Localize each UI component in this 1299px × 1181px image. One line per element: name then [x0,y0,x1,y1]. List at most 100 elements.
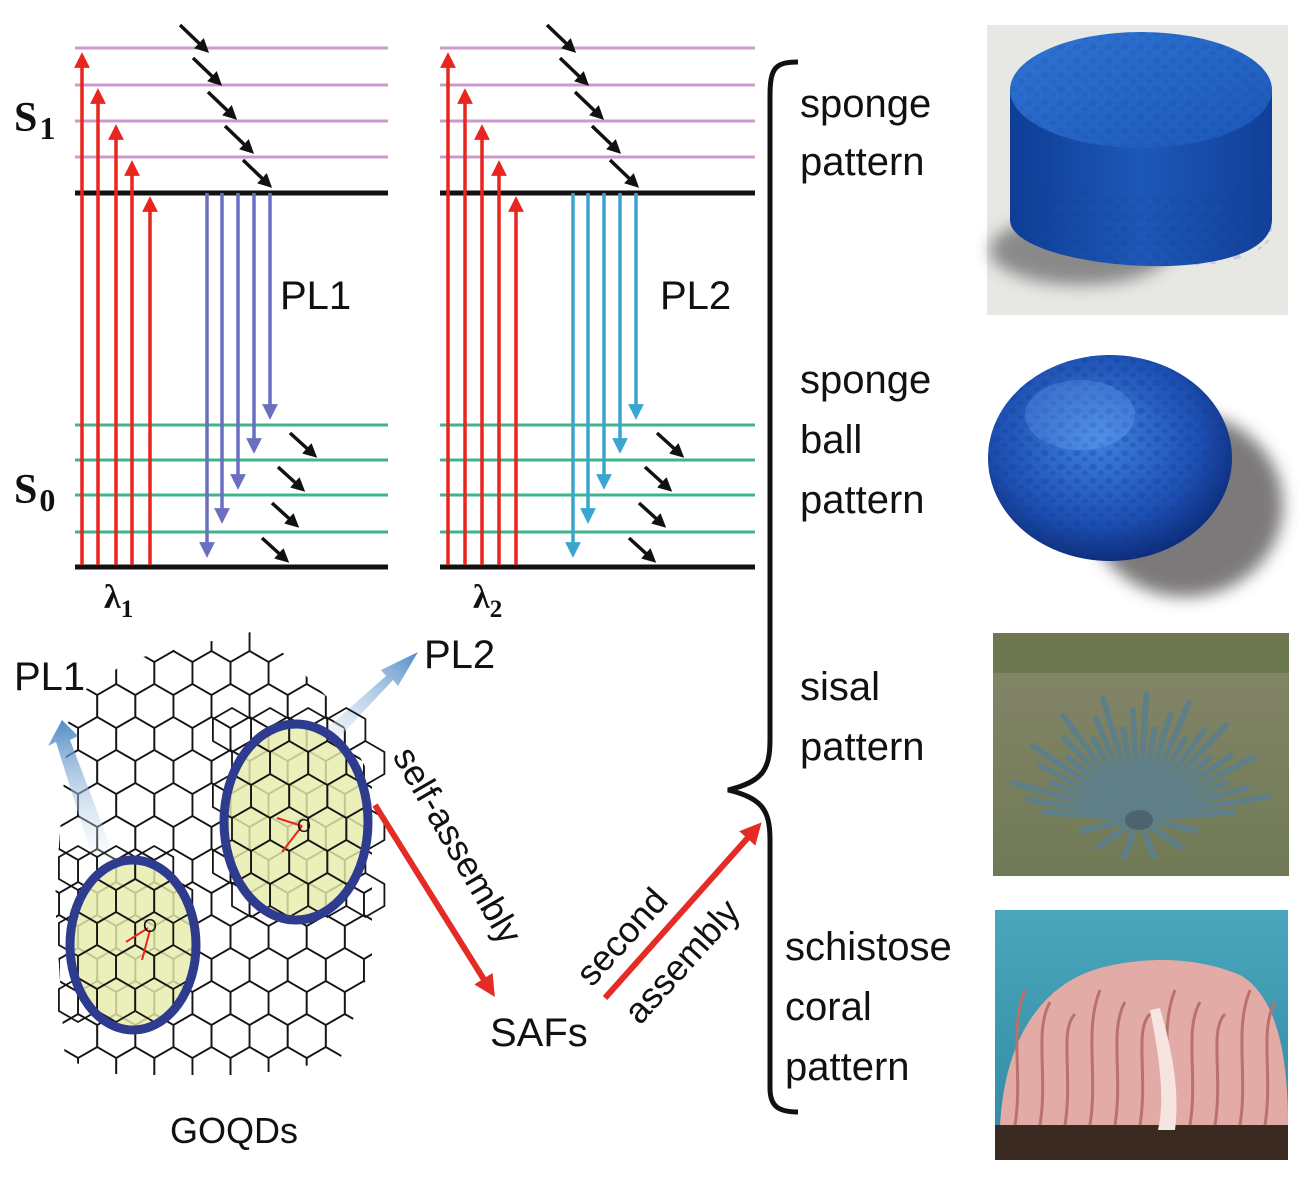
hexagon-cell [343,1045,372,1075]
transition-arrows [74,52,644,565]
hexagon-cell [210,946,251,994]
lambda-1-label: λ1 [104,579,133,623]
hexagon-cell [172,814,213,862]
vibrational-relaxation-arrow [608,158,640,188]
pl2-beam-label: PL2 [424,633,495,677]
goqds-caption: GOQDs [170,1110,298,1151]
sponge-ball-pattern-label: sponge ball pattern [800,358,942,522]
sisal-leaf [1136,809,1237,821]
hexagon-cell [305,649,346,697]
pattern-curly-brace [727,59,799,1115]
hexagon-cell [210,1012,251,1060]
hexagon-cell [248,630,289,664]
hexagon-cell [363,1012,372,1060]
hexagon-cell [115,781,156,829]
hexagon-cell [115,1045,156,1075]
hexagon-cell [153,649,194,697]
hexagon-cell [267,979,308,1027]
sisal-plant-photo [993,633,1289,876]
coral-fold [1213,1012,1227,1126]
hexagon-cell [55,1012,60,1060]
vibrational-relaxation-arrow [590,124,622,154]
schistose-coral-pattern-label: schistose coral pattern [785,925,963,1089]
hexagon-cell [191,715,232,763]
hexagon-cell [248,946,289,994]
vibrational-relaxation-arrow [655,431,685,458]
hexagon-cell [229,913,270,961]
hexagon-cell [324,1012,365,1060]
vibrational-relaxation-arrow [627,536,657,563]
hexagon-cell [55,814,60,862]
sisal-pattern-label: sisal pattern [800,665,925,769]
oxygen-atom-label: O [143,916,157,936]
pl1-emission-beam [48,720,118,870]
hexagon-cell [345,871,386,919]
hexagon-cell [96,748,137,796]
hexagon-cell [153,1045,194,1075]
hexagon-cell [229,1045,270,1075]
vibrational-relaxation-arrow [558,56,590,86]
pl2-emission-label: PL2 [660,274,731,318]
self-assembly-label: self-assembly [385,740,531,951]
vibrational-relaxation-arrow [573,90,605,120]
blue-sponge-cylinder-photo [987,25,1288,315]
pink-coral-photo [995,910,1288,1160]
hexagon-cell [172,682,213,730]
safs-label: SAFs [490,1011,588,1055]
pl1-emission-label: PL1 [280,274,351,318]
hexagon-cell [134,748,175,796]
coral-fold [1013,989,1027,1126]
hexagon-cell [305,1045,346,1075]
hexagon-cell [115,715,156,763]
hexagon-cell [77,715,118,763]
hexagon-cell [210,682,251,730]
vibrational-relaxation-arrow [241,158,273,188]
coral-fold [1138,1012,1152,1126]
hexagon-cell [286,630,327,664]
energy-levels [75,46,755,570]
coral-fold [1263,1001,1277,1126]
vibrational-relaxation-arrow [643,465,673,492]
hexagon-cell [363,880,372,928]
hexagon-cell [172,1012,213,1060]
hexagon-cell [343,913,372,961]
vibrational-relaxation-arrow [288,431,318,458]
hexagon-cell [153,781,194,829]
coral-fold [1038,1001,1052,1126]
hexagon-cell [191,979,232,1027]
s0-label: S0 [14,467,55,518]
hexagon-cell [305,979,346,1027]
hexagon-cell [248,1012,289,1060]
hexagon-cell [96,630,137,664]
hexagon-cell [363,630,372,664]
vibrational-relaxation-arrow [223,124,255,154]
vibrational-relaxation-arrow [206,90,238,120]
hexagon-cell [267,1045,308,1075]
hexagon-cell [153,715,194,763]
hexagon-cell [58,1012,99,1060]
relaxation-arrows [178,23,685,563]
hexagon-cell [172,630,213,664]
vibrational-relaxation-arrow [545,23,577,53]
coral-fold [1188,1001,1202,1126]
hexagon-cell [55,946,60,994]
vibrational-relaxation-arrow [637,501,667,528]
pl1-beam-label: PL1 [14,655,85,699]
quantum-dot-1: O [58,844,201,1035]
hexagon-cell [363,946,372,994]
hexagon-cell [229,649,270,697]
hexagon-cell [191,649,232,697]
sponge-pattern-label: sponge pattern [800,82,942,184]
vibrational-relaxation-arrow [178,23,210,53]
blue-sponge-ball-photo [985,352,1290,600]
hexagon-cell [191,1045,232,1075]
hexagon-cell [267,649,308,697]
hexagon-cell [324,630,365,664]
self-assembly-arrow [372,803,495,997]
s1-label: S1 [14,95,55,146]
vibrational-relaxation-arrow [276,465,306,492]
hexagon-cell [55,748,60,796]
hexagon-cell [115,649,156,697]
second-assembly-arrow [602,822,762,1000]
